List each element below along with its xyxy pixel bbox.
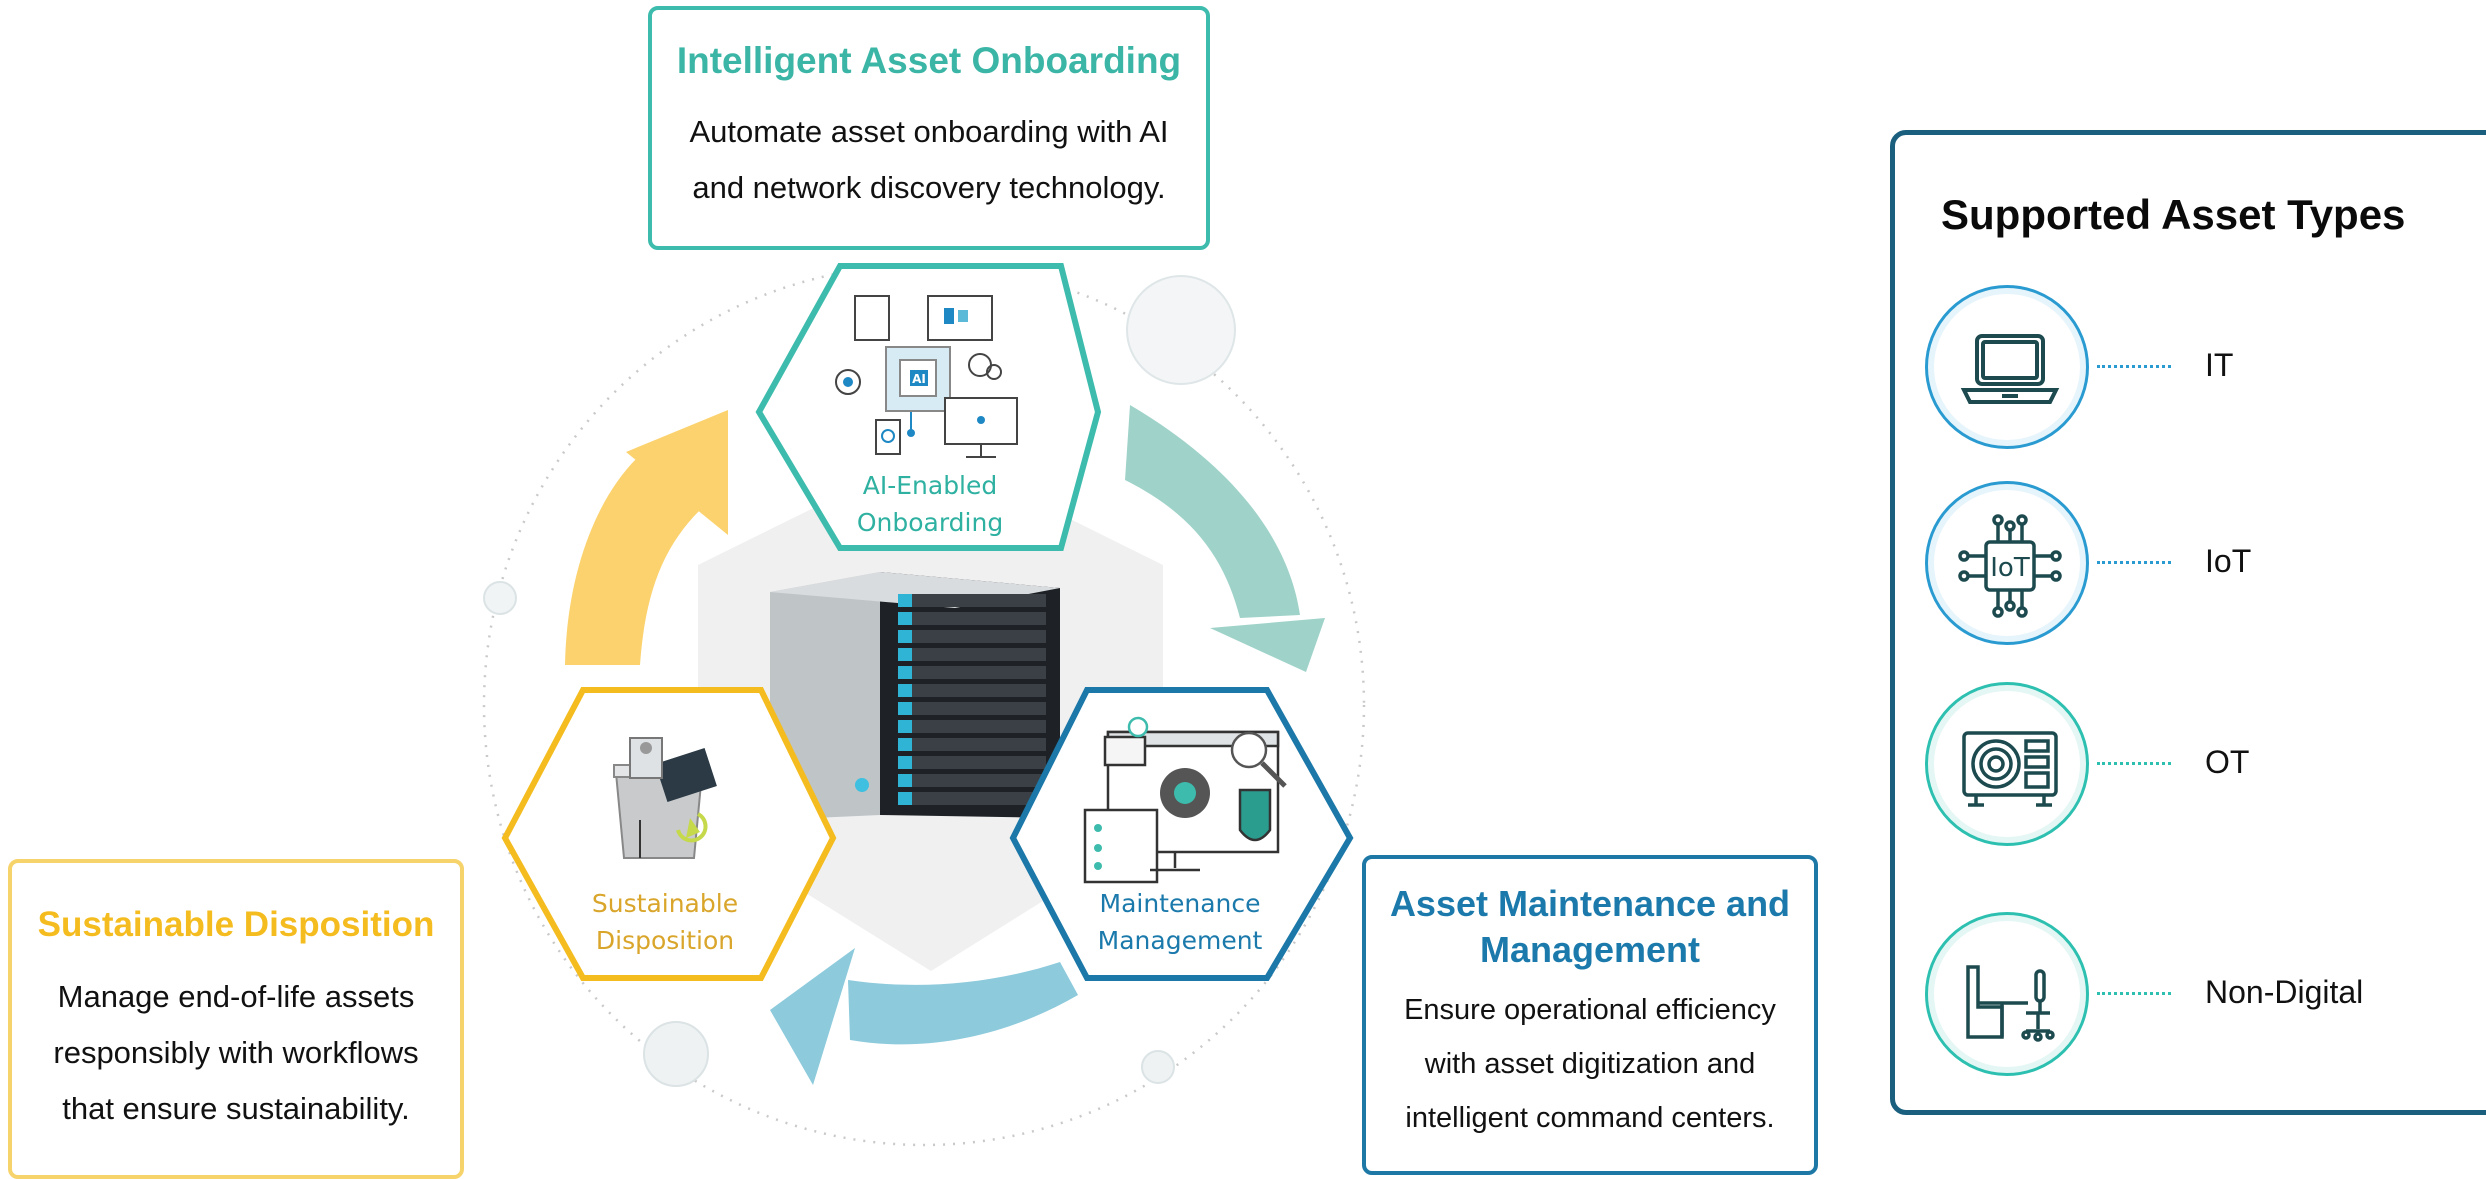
maintenance-card-body: Ensure operational efficiency with asset… (1404, 994, 1776, 1134)
asset-connector-iot (2097, 561, 2171, 564)
asset-label-it: IT (2205, 347, 2234, 383)
server-bay (898, 666, 1046, 679)
ai-network-icon: AI (835, 295, 1018, 458)
server-bay-light (898, 792, 912, 805)
asset-type-non-digital: Non-Digital (1925, 912, 2485, 1082)
lifecycle-diagram: AI (482, 263, 1366, 1147)
ai-chip-text: AI (912, 372, 926, 386)
disposition-hex-line1: Sustainable (591, 889, 739, 918)
orbit-bubbles (483, 275, 1236, 1087)
iot-chip-text: IoT (1990, 553, 2030, 583)
laptop-icon (1925, 285, 2089, 449)
asset-connector-ot (2097, 762, 2171, 765)
onboarding-card: Intelligent Asset Onboarding Automate as… (648, 6, 1210, 250)
recycle-bin-icon (613, 737, 717, 859)
server-bay-light (898, 720, 912, 733)
maintenance-icon (1083, 716, 1287, 884)
asset-panel-title: Supported Asset Types (1941, 191, 2406, 238)
cycle-arrow-yellow (565, 410, 728, 665)
onboarding-hex-line1: AI-Enabled (862, 471, 998, 500)
asset-label-non-digital: Non-Digital (2205, 974, 2364, 1010)
server-bay (898, 774, 1046, 787)
server-bay (898, 648, 1046, 661)
server-bay-light (898, 630, 912, 643)
asset-type-it: IT (1925, 285, 2485, 455)
cycle-arrow-teal (1125, 405, 1325, 672)
onboarding-hex-line2: Onboarding (856, 508, 1004, 537)
asset-label-iot: IoT (2205, 543, 2252, 579)
server-bay-light (898, 594, 912, 607)
furniture-icon (1925, 912, 2089, 1076)
asset-connector-it (2097, 365, 2171, 368)
server-bay (898, 792, 1046, 805)
disposition-card-body: Manage end-of-life assets responsibly wi… (53, 979, 419, 1126)
server-bay (898, 720, 1046, 733)
server-bay (898, 594, 1046, 607)
server-illustration (770, 572, 1060, 820)
server-bay (898, 702, 1046, 715)
onboarding-card-body: Automate asset onboarding with AI and ne… (689, 114, 1169, 205)
asset-type-iot: IoT IoT (1925, 481, 2485, 651)
server-bay (898, 756, 1046, 769)
disposition-card-title: Sustainable Disposition (37, 905, 435, 944)
maintenance-card: Asset Maintenance and Management Ensure … (1362, 855, 1818, 1175)
server-bay-light (898, 684, 912, 697)
industrial-unit-icon (1925, 682, 2089, 846)
iot-chip-icon: IoT (1925, 481, 2089, 645)
maintenance-hex-line2: Management (1097, 926, 1263, 955)
server-bay (898, 630, 1046, 643)
disposition-hex-line2: Disposition (595, 926, 735, 955)
server-bay-light (898, 612, 912, 625)
maintenance-card-title: Asset Maintenance and Management (1389, 883, 1791, 970)
server-bay (898, 612, 1046, 625)
maintenance-hex-label: Maintenance Management (1060, 885, 1300, 959)
server-bay (898, 684, 1046, 697)
orbit-ring (482, 263, 1366, 1147)
asset-types-panel: Supported Asset Types IT IoT (1890, 130, 2486, 1115)
asset-type-ot: OT (1925, 682, 2485, 852)
server-bay-light (898, 666, 912, 679)
onboarding-hex-label: AI-Enabled Onboarding (810, 467, 1050, 541)
server-bay-light (898, 774, 912, 787)
asset-label-ot: OT (2205, 744, 2250, 780)
disposition-card: Sustainable Disposition Manage end-of-li… (8, 859, 464, 1179)
server-bay-light (898, 738, 912, 751)
server-bay-light (898, 756, 912, 769)
maintenance-hex-line1: Maintenance (1099, 889, 1261, 918)
onboarding-card-title: Intelligent Asset Onboarding (676, 40, 1182, 81)
server-bay (898, 738, 1046, 751)
asset-connector-non-digital (2097, 992, 2171, 995)
server-bay-light (898, 702, 912, 715)
server-bay-light (898, 648, 912, 661)
disposition-hex-label: Sustainable Disposition (545, 885, 785, 959)
cycle-arrow-blue (770, 948, 1078, 1085)
